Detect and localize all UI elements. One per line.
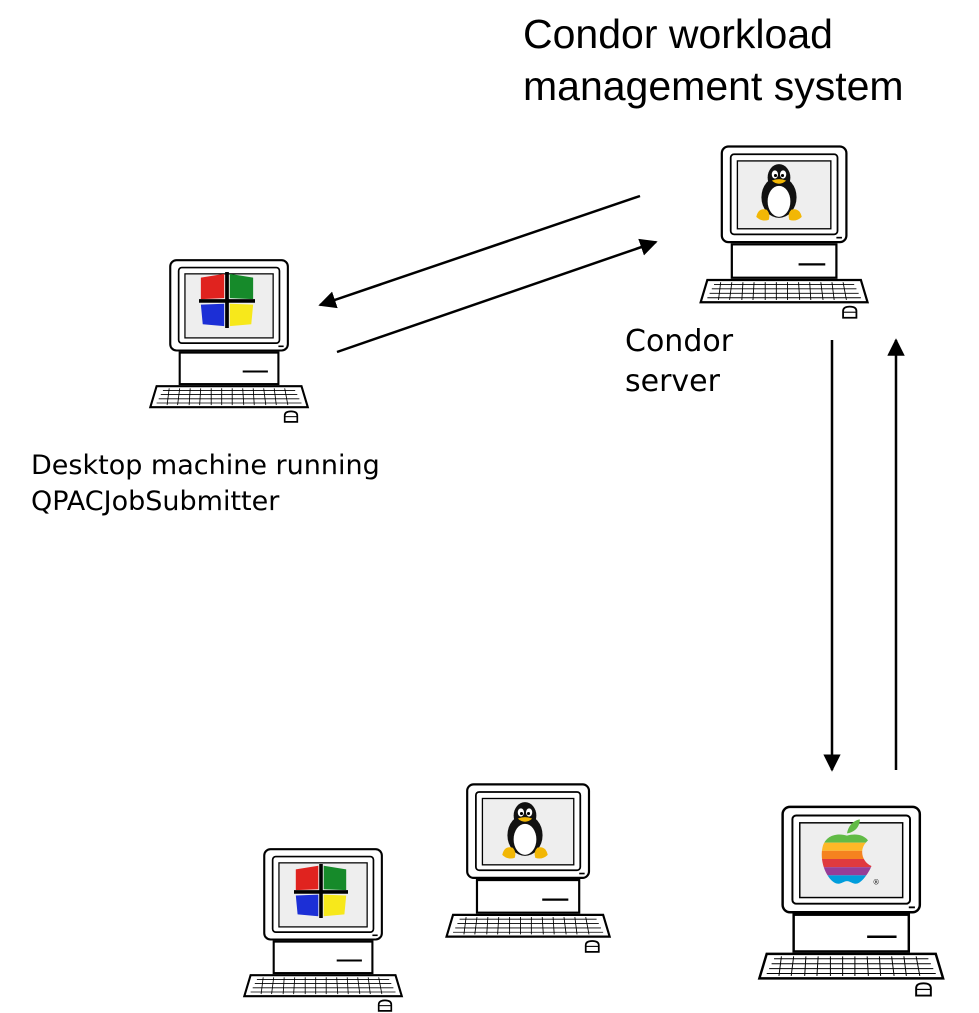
- condor-server-computer: [699, 145, 869, 319]
- arrow-server-to-desktop: [318, 194, 641, 309]
- pool-node-apple-computer: [758, 805, 945, 997]
- pool-node-windows-computer: [243, 848, 403, 1012]
- desktop-machine-label-line-2: QPACJobSubmitter: [31, 486, 280, 517]
- diagram-title: Condor workload management system: [523, 8, 904, 112]
- condor-server-label-line-2: server: [625, 364, 720, 399]
- windows-logo-icon: [294, 862, 348, 920]
- diagram-title-line-2: management system: [523, 63, 904, 109]
- desktop-submitter-computer: [149, 259, 309, 423]
- condor-server-label: Condor server: [625, 322, 733, 402]
- diagram-title-line-1: Condor workload: [523, 11, 833, 57]
- condor-server-label-line-1: Condor: [625, 324, 734, 359]
- desktop-machine-label: Desktop machine running QPACJobSubmitter: [31, 448, 380, 520]
- arrow-desktop-to-server: [336, 238, 658, 354]
- windows-logo-icon: [199, 270, 255, 330]
- pool-node-linux-computer: [445, 783, 611, 954]
- desktop-machine-label-line-1: Desktop machine running: [31, 450, 380, 481]
